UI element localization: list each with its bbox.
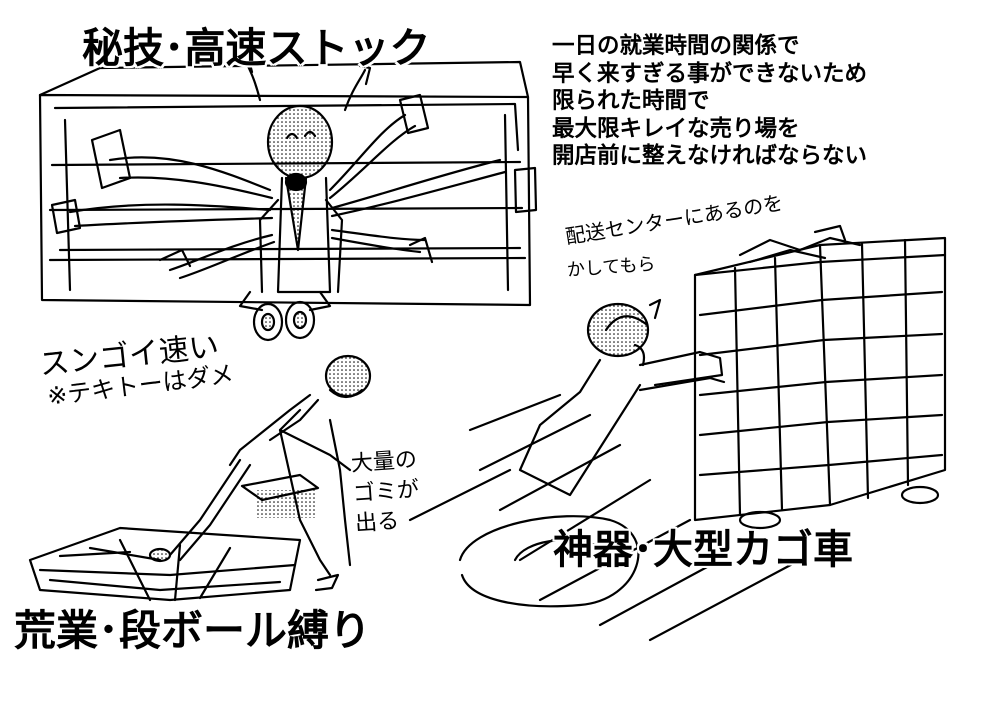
title-secret-technique: 秘技･高速ストック	[82, 24, 431, 72]
shelf-unit-drawing	[38, 60, 538, 307]
description-line: 早く来すぎる事ができないため	[552, 60, 868, 87]
description-line: 開店前に整えなければならない	[552, 143, 868, 170]
description-line: 一日の就業時間の関係で	[552, 33, 800, 59]
description-line: 最大限キレイな売り場を	[552, 115, 800, 142]
title-sacred-cart: 神器･大型カゴ車	[553, 527, 853, 573]
cart-pusher-drawing	[408, 298, 802, 642]
description-block: 一日の就業時間の関係で 早く来すぎる事ができないため 限られた時間で 最大限キレ…	[552, 33, 992, 171]
title-rough-work: 荒業･段ボール縛り	[14, 606, 372, 655]
description-line: 限られた時間で	[552, 88, 710, 115]
cage-cart-drawing	[693, 224, 947, 530]
handwritten-garbage: 大量のゴミが出る	[350, 447, 420, 537]
multi-arm-worker-drawing	[68, 54, 507, 342]
cardboard-worker-drawing	[28, 354, 372, 602]
